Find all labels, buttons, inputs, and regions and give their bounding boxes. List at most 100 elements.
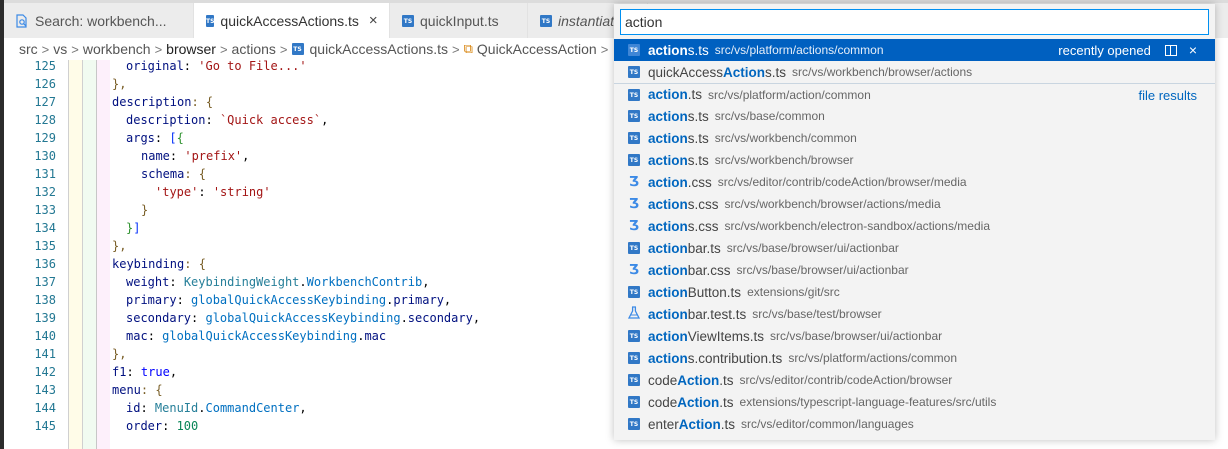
line-number-gutter: 125 126 127 128 129 130 131 132 133 134 … [4, 60, 68, 435]
line-number: 142 [34, 365, 56, 379]
result-item[interactable]: TS action.ts src/vs/platform/action/comm… [614, 83, 1215, 105]
typescript-file-icon: TS [628, 418, 640, 430]
indent-guides [68, 60, 128, 449]
result-item[interactable]: Ʒ actionbar.css src/vs/base/browser/ui/a… [614, 259, 1215, 281]
code-line: args: [{ [126, 131, 184, 145]
tab-label: Search: workbench... [35, 12, 167, 29]
breadcrumb-item[interactable]: workbench [82, 41, 151, 57]
code-line: primary: globalQuickAccessKeybinding.pri… [126, 293, 452, 307]
result-item[interactable]: TS actionViewItems.ts src/vs/base/browse… [614, 325, 1215, 347]
code-line: description: { [112, 95, 214, 109]
result-item[interactable]: TS enterAction.ts src/vs/editor/common/l… [614, 413, 1215, 435]
result-item[interactable]: TS actions.ts src/vs/workbench/browser [614, 149, 1215, 171]
result-item[interactable]: Ʒ actions.css src/vs/workbench/electron-… [614, 215, 1215, 237]
code-line: original: 'Go to File...' [126, 60, 307, 73]
typescript-file-icon: TS [628, 396, 640, 408]
code-line: } [141, 203, 149, 217]
line-number: 136 [34, 257, 56, 271]
line-number: 130 [34, 149, 56, 163]
typescript-file-icon: TS [628, 286, 640, 298]
line-number: 144 [34, 401, 56, 415]
typescript-file-icon: TS [628, 66, 640, 78]
line-number: 137 [34, 275, 56, 289]
result-path: src/vs/workbench/browser/actions [792, 65, 973, 79]
css-file-icon: Ʒ [628, 174, 640, 190]
line-number: 133 [34, 203, 56, 217]
code-line: id: MenuId.CommandCenter, [126, 401, 307, 415]
breadcrumb-item[interactable]: src [19, 41, 38, 57]
result-item[interactable]: TS actionButton.ts extensions/git/src [614, 281, 1215, 303]
code-line: }] [126, 221, 141, 235]
code-line: order: 100 [126, 419, 199, 433]
result-path: extensions/git/src [747, 285, 840, 299]
result-item[interactable]: TS actions.ts src/vs/workbench/common [614, 127, 1215, 149]
code-line: description: `Quick access`, [126, 113, 329, 127]
tab-label: quickAccessActions.ts [220, 12, 359, 29]
typescript-file-icon: TS [628, 242, 640, 254]
line-number: 140 [34, 329, 56, 343]
chevron-right-icon: > [279, 41, 288, 57]
result-item[interactable]: Ʒ actions.css src/vs/workbench/browser/a… [614, 193, 1215, 215]
test-file-icon [627, 306, 641, 322]
result-item[interactable]: TS actions.contribution.ts src/vs/platfo… [614, 347, 1215, 369]
close-icon[interactable]: × [1188, 42, 1197, 58]
typescript-file-icon: TS [628, 110, 640, 122]
breadcrumb-item[interactable]: actions [231, 41, 276, 57]
css-file-icon: Ʒ [628, 196, 640, 212]
code-line: menu: { [112, 383, 163, 397]
line-number: 126 [34, 77, 56, 91]
result-path: src/vs/editor/contrib/codeAction/browser… [717, 175, 967, 189]
open-to-side-icon[interactable] [1164, 44, 1177, 56]
line-number: 143 [34, 383, 56, 397]
line-number: 132 [34, 185, 56, 199]
result-path: src/vs/base/browser/ui/actionbar [736, 263, 909, 277]
result-item[interactable]: TS quickAccessActions.ts src/vs/workbenc… [614, 61, 1215, 83]
result-path: src/vs/platform/actions/common [714, 43, 884, 57]
typescript-file-icon: TS [206, 14, 215, 27]
close-icon[interactable]: × [368, 12, 378, 29]
typescript-file-icon: TS [628, 154, 640, 166]
tab-quickinput[interactable]: TS quickInput.ts [390, 3, 528, 38]
line-number: 127 [34, 95, 56, 109]
result-item[interactable]: TS actionbar.ts src/vs/base/browser/ui/a… [614, 237, 1215, 259]
line-number: 138 [34, 293, 56, 307]
tab-label: instantiat [558, 12, 615, 29]
quick-open-widget: TS actions.ts src/vs/platform/actions/co… [614, 4, 1215, 440]
result-path: src/vs/workbench/browser [714, 153, 854, 167]
result-filename: actions.ts [648, 42, 709, 58]
quick-open-input[interactable] [620, 9, 1209, 35]
result-filename: actions.ts [648, 152, 709, 168]
result-path: src/vs/base/browser/ui/actionbar [726, 241, 899, 255]
result-path: src/vs/base/common [714, 109, 825, 123]
breadcrumb-item[interactable]: QuickAccessAction [476, 41, 597, 57]
result-item[interactable]: TS codeAction.ts extensions/typescript-l… [614, 391, 1215, 413]
breadcrumb-item[interactable]: quickAccessActions.ts [309, 41, 449, 57]
result-item[interactable]: TS actions.ts src/vs/platform/actions/co… [614, 39, 1215, 61]
result-filename: actionbar.test.ts [648, 306, 747, 322]
result-path: src/vs/editor/common/languages [741, 417, 914, 431]
tab-quickaccessactions[interactable]: TS quickAccessActions.ts × [194, 3, 390, 38]
tab-search[interactable]: Search: workbench... [4, 3, 194, 38]
chevron-right-icon: > [219, 41, 228, 57]
result-item[interactable]: Ʒ action.css src/vs/editor/contrib/codeA… [614, 171, 1215, 193]
line-number: 135 [34, 239, 56, 253]
result-item[interactable]: TS actions.ts src/vs/base/common [614, 105, 1215, 127]
result-filename: action.css [648, 174, 712, 190]
breadcrumb-item[interactable]: vs [53, 41, 68, 57]
result-filename: action.ts [648, 87, 703, 102]
result-filename: actions.contribution.ts [648, 350, 783, 366]
chevron-right-icon: > [41, 41, 50, 57]
result-filename: actions.ts [648, 130, 709, 146]
line-number: 128 [34, 113, 56, 127]
result-path: src/vs/platform/action/common [708, 87, 871, 102]
line-number: 145 [34, 419, 56, 433]
line-number: 129 [34, 131, 56, 145]
result-filename: actionbar.ts [648, 240, 721, 256]
code-line: name: 'prefix', [141, 149, 250, 163]
result-filename: codeAction.ts [648, 372, 734, 388]
result-item[interactable]: TS codeAction.ts src/vs/editor/contrib/c… [614, 369, 1215, 391]
line-number: 139 [34, 311, 56, 325]
result-item[interactable]: actionbar.test.ts src/vs/base/test/brows… [614, 303, 1215, 325]
typescript-file-icon: TS [291, 43, 304, 55]
breadcrumb-item[interactable]: browser [166, 41, 216, 57]
